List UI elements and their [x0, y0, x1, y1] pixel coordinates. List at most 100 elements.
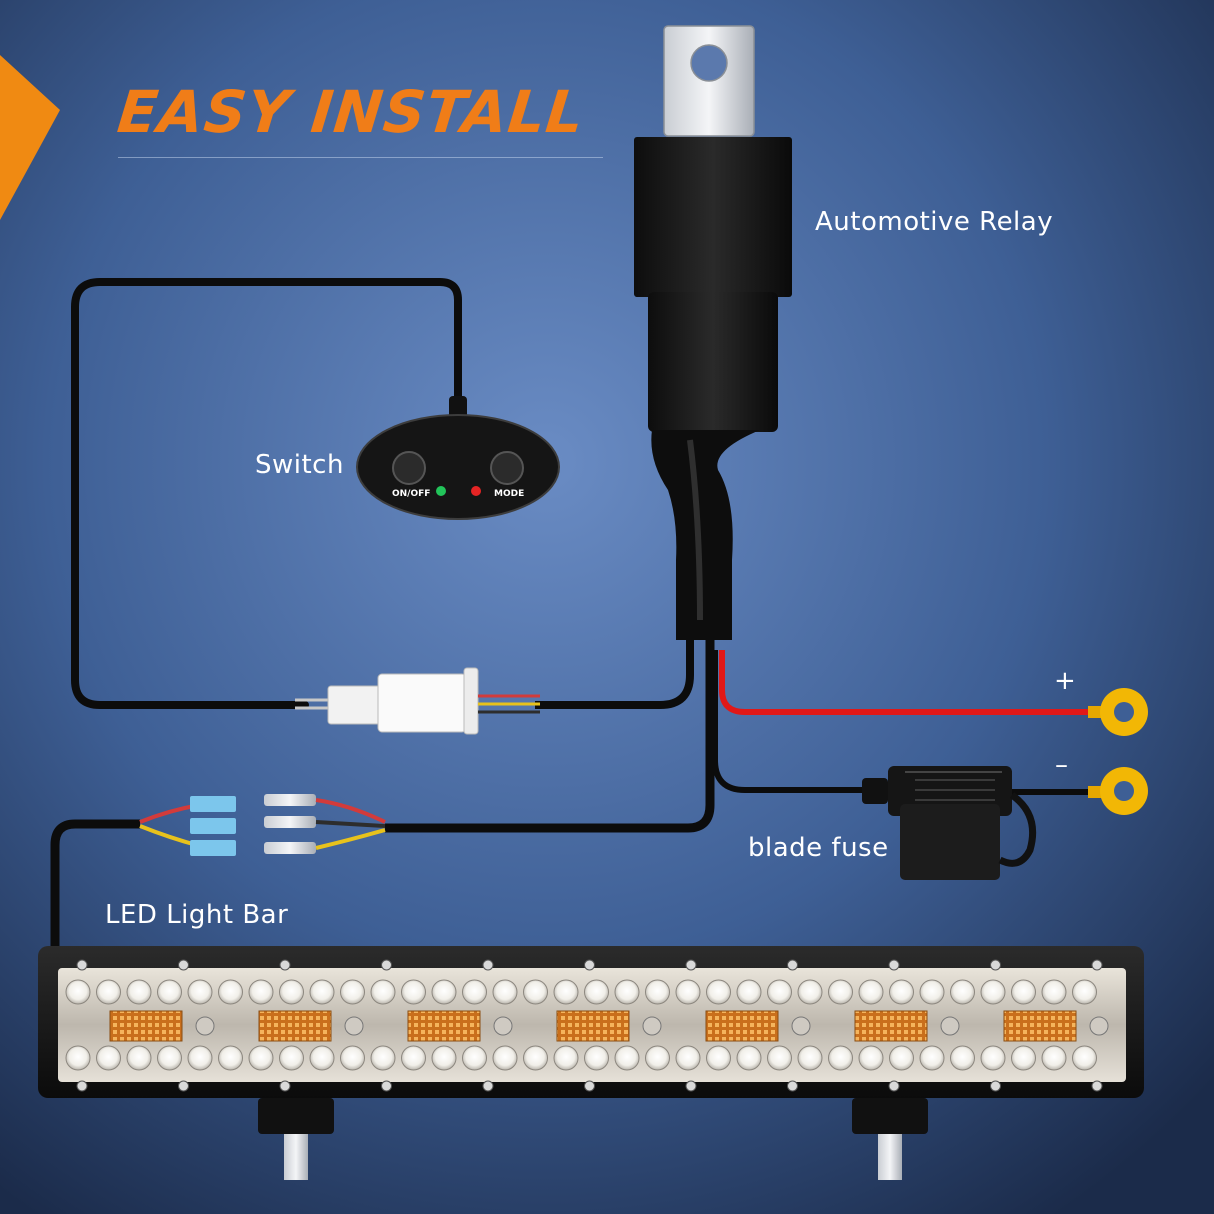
- led-white: [858, 1045, 884, 1071]
- led-white: [340, 1045, 365, 1071]
- led-white: [218, 1045, 243, 1071]
- led-white: [431, 1045, 457, 1071]
- title-divider: [118, 157, 603, 158]
- led-white: [370, 979, 396, 1005]
- lens: [791, 1016, 811, 1036]
- led-row-bottom: [65, 1045, 1097, 1071]
- lens: [493, 1016, 513, 1036]
- led-amber-cluster: [1003, 1010, 1077, 1042]
- bar-bolt: [381, 1080, 392, 1092]
- led-amber-cluster: [556, 1010, 630, 1042]
- led-white: [553, 979, 579, 1005]
- led-white: [401, 1045, 426, 1071]
- bar-bolt: [482, 959, 494, 971]
- bar-bolt: [990, 1080, 1001, 1092]
- led-white: [797, 1045, 823, 1071]
- led-white: [919, 1045, 945, 1071]
- led-white: [462, 1045, 487, 1071]
- connector-icon: [295, 667, 540, 735]
- bar-bolt: [482, 1080, 494, 1092]
- led-white: [218, 979, 243, 1005]
- bar-bolt: [178, 1080, 189, 1092]
- led-white: [797, 979, 823, 1005]
- switch-label: Switch: [255, 450, 344, 480]
- bar-bolt: [178, 959, 189, 971]
- led-white: [706, 1045, 731, 1071]
- led-light-bar-icon: [38, 946, 1144, 1180]
- relay-label: Automotive Relay: [815, 207, 1054, 237]
- bar-bolt: [888, 959, 900, 971]
- led-white: [980, 1045, 1006, 1071]
- connector-wire: [535, 640, 694, 709]
- led-white: [523, 1045, 548, 1071]
- led-white: [645, 979, 670, 1005]
- bar-bolt: [685, 959, 697, 971]
- bar-bolt: [787, 1080, 798, 1092]
- bar-bolt: [584, 959, 595, 971]
- light-bar-label: LED Light Bar: [105, 900, 289, 930]
- led-white: [248, 1045, 274, 1071]
- led-amber-cluster: [109, 1010, 183, 1042]
- led-white: [157, 979, 182, 1005]
- led-amber-cluster: [407, 1010, 481, 1042]
- bar-bolt: [584, 1080, 595, 1092]
- corner-accent: [0, 55, 60, 220]
- bar-bolt: [685, 1080, 697, 1092]
- led-row-top: [65, 979, 1097, 1005]
- light-bar-wire: [385, 640, 715, 833]
- onoff-button-label: ON/OFF: [392, 489, 431, 499]
- negative-sign: –: [1055, 750, 1068, 780]
- relay-icon: [634, 25, 792, 640]
- led-white: [492, 1045, 518, 1071]
- bar-bolt: [787, 959, 798, 971]
- led-white: [614, 979, 640, 1005]
- led-white: [980, 979, 1006, 1005]
- light-bar-feed-wire: [50, 819, 140, 950]
- bar-bolts: [76, 959, 1103, 1092]
- lens: [195, 1016, 215, 1036]
- led-white: [65, 979, 91, 1005]
- fuse-icon: [862, 766, 1037, 880]
- led-white: [828, 979, 853, 1005]
- led-white: [309, 1045, 335, 1071]
- negative-wire: [712, 650, 1100, 795]
- led-white: [65, 1045, 91, 1071]
- bar-connectors: [139, 794, 386, 856]
- led-white: [1011, 979, 1036, 1005]
- led-white: [614, 1045, 640, 1071]
- led-white: [462, 979, 487, 1005]
- lens: [642, 1016, 662, 1036]
- led-white: [950, 979, 975, 1005]
- led-white: [706, 979, 731, 1005]
- led-white: [279, 979, 304, 1005]
- led-white: [523, 979, 548, 1005]
- led-amber-cluster: [258, 1010, 332, 1042]
- led-white: [828, 1045, 853, 1071]
- led-white: [675, 1045, 701, 1071]
- mode-button-label: MODE: [494, 489, 525, 499]
- led-white: [157, 1045, 182, 1071]
- led-white: [1011, 1045, 1036, 1071]
- led-white: [889, 1045, 914, 1071]
- led-white: [126, 1045, 152, 1071]
- ring-terminal-icon: [1088, 688, 1148, 815]
- lens: [344, 1016, 364, 1036]
- led-white: [126, 979, 152, 1005]
- fuse-label: blade fuse: [748, 833, 889, 863]
- led-amber-cluster: [705, 1010, 779, 1042]
- bar-bolt: [76, 1080, 88, 1092]
- led-white: [370, 1045, 396, 1071]
- led-white: [1041, 979, 1067, 1005]
- bar-bolt: [76, 959, 88, 971]
- bar-bolt: [1091, 1080, 1103, 1092]
- led-white: [309, 979, 335, 1005]
- led-white: [553, 1045, 579, 1071]
- led-white: [401, 979, 426, 1005]
- led-white: [187, 979, 213, 1005]
- led-white: [858, 979, 884, 1005]
- bar-bolt: [381, 959, 392, 971]
- led-white: [96, 1045, 121, 1071]
- led-white: [767, 979, 792, 1005]
- led-white: [279, 1045, 304, 1071]
